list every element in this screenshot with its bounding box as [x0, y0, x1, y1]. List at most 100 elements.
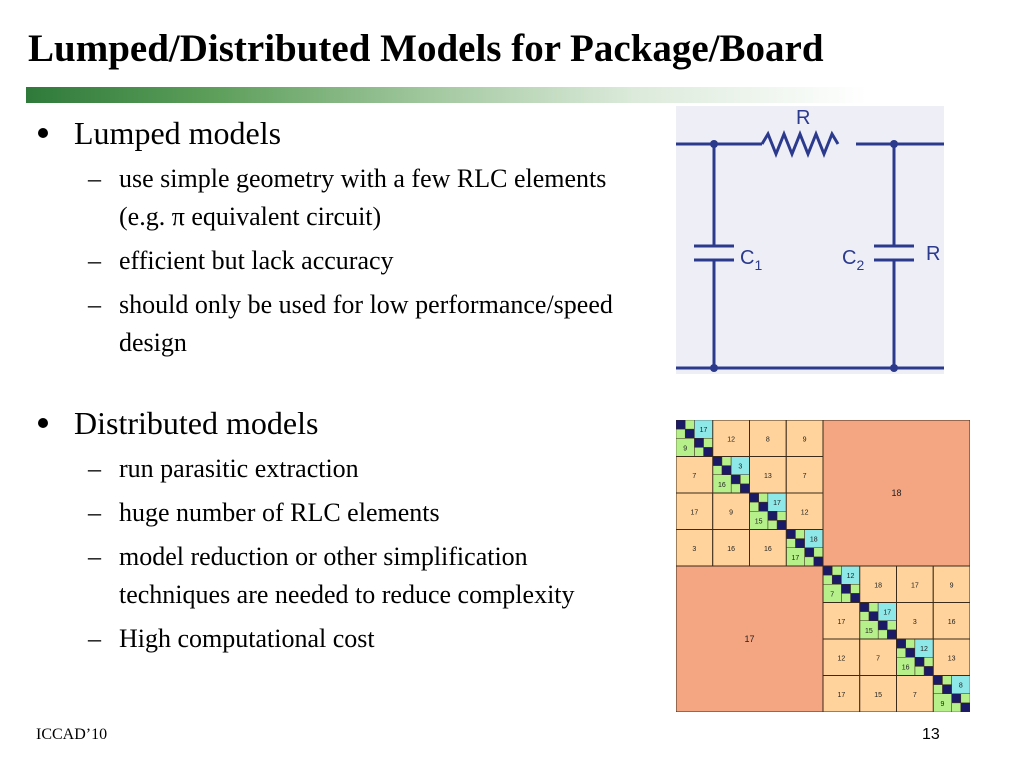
bullet-dot	[38, 128, 48, 138]
matrix-block	[905, 647, 916, 658]
matrix-block	[795, 529, 805, 539]
bullet-group-lumped: Lumped models –use simple geometry with …	[36, 112, 636, 362]
matrix-block	[822, 574, 833, 585]
matrix-block	[868, 611, 879, 621]
matrix-block	[694, 447, 704, 457]
matrix-block-label: 16	[948, 619, 956, 626]
sub-bullet-text: efficient but lack accuracy	[119, 246, 394, 275]
sub-bullet: –efficient but lack accuracy	[36, 242, 636, 280]
matrix-block	[804, 547, 815, 558]
matrix-block	[740, 483, 750, 494]
matrix-block	[703, 438, 713, 448]
matrix-block-label: 17	[883, 610, 891, 617]
matrix-block-label: 17	[690, 509, 698, 516]
matrix-block	[767, 511, 778, 521]
matrix-block	[859, 675, 897, 712]
bullet-list: Lumped models –use simple geometry with …	[36, 112, 636, 658]
matrix-block-label: 7	[876, 655, 880, 662]
matrix-block	[740, 474, 750, 485]
sub-bullet-text: should only be used for low performance/…	[119, 290, 613, 357]
matrix-block	[905, 638, 916, 649]
matrix-block	[951, 693, 962, 704]
matrix-block	[684, 420, 695, 430]
matrix-block-label: 7	[692, 473, 696, 480]
matrix-block	[785, 492, 824, 530]
matrix-block-label: 3	[692, 546, 696, 553]
matrix-block	[694, 438, 704, 448]
matrix-block	[776, 511, 787, 521]
matrix-block-label: 17	[773, 500, 781, 507]
matrix-block	[942, 675, 952, 685]
label-c1-sub: 1	[754, 257, 762, 273]
matrix-block	[676, 492, 714, 530]
sub-bullet-text: model reduction or other simplification …	[119, 542, 575, 609]
matrix-block	[749, 501, 759, 512]
matrix-block	[786, 529, 796, 539]
sub-bullet-text: run parasitic extraction	[119, 454, 359, 483]
matrix-block-label: 17	[744, 634, 754, 644]
sub-bullet-text: High computational cost	[119, 624, 375, 653]
matrix-block-label: 7	[830, 591, 834, 598]
matrix-block	[749, 456, 787, 494]
matrix-block-label: 16	[718, 482, 726, 489]
matrix-block	[896, 647, 906, 658]
dash-marker: –	[88, 454, 101, 483]
matrix-block	[785, 420, 824, 457]
matrix-block	[859, 611, 870, 621]
junction-dot	[890, 364, 898, 372]
matrix-block	[850, 593, 860, 603]
matrix-block-label: 9	[950, 582, 954, 589]
matrix-block-label: 7	[803, 473, 807, 480]
matrix-block	[721, 465, 732, 475]
matrix-block	[804, 556, 815, 567]
label-c2: C2	[842, 247, 864, 273]
matrix-block	[859, 638, 897, 676]
matrix-block	[850, 584, 860, 594]
matrix-block-label: 9	[940, 701, 944, 708]
bullet-text: Distributed models	[74, 405, 319, 441]
matrix-block	[786, 538, 796, 548]
matrix-block	[749, 529, 787, 567]
matrix-block	[676, 565, 824, 712]
matrix-block-label: 18	[891, 488, 901, 498]
matrix-block	[721, 456, 732, 466]
matrix-block-label: 17	[700, 427, 708, 434]
matrix-block-label: 12	[847, 573, 855, 580]
matrix-block-label: 12	[920, 646, 928, 653]
matrix-block	[932, 602, 970, 640]
dash-marker: –	[88, 624, 101, 653]
matrix-block-label: 18	[874, 582, 882, 589]
matrix-block	[795, 538, 805, 548]
matrix-block	[933, 684, 943, 694]
matrix-block	[933, 675, 943, 685]
matrix-block	[712, 456, 723, 466]
matrix-block-label: 7	[913, 692, 917, 699]
matrix-block	[730, 483, 741, 494]
matrix-block	[767, 520, 778, 530]
matrix-block	[942, 684, 952, 694]
resistor-r	[760, 129, 840, 159]
matrix-block	[758, 501, 769, 512]
matrix-block	[841, 584, 851, 594]
matrix-block	[822, 565, 833, 576]
sub-bullet: –High computational cost	[36, 620, 636, 658]
matrix-block	[813, 556, 824, 567]
matrix-block	[923, 657, 934, 667]
dash-marker: –	[88, 290, 101, 319]
sub-bullet: –huge number of RLC elements	[36, 494, 636, 532]
matrix-block	[914, 666, 925, 676]
matrix-block	[877, 629, 888, 640]
matrix-block	[785, 456, 824, 494]
bullet-dot	[38, 418, 48, 428]
matrix-block	[676, 420, 686, 430]
matrix-block-label: 9	[803, 436, 807, 443]
matrix-block	[914, 657, 925, 667]
junction-dot	[710, 364, 718, 372]
matrix-block	[868, 602, 879, 612]
matrix-block	[676, 529, 714, 567]
bullet-lumped-models: Lumped models	[36, 112, 636, 154]
matrix-block	[951, 702, 962, 712]
matrix-block-label: 15	[865, 628, 873, 635]
